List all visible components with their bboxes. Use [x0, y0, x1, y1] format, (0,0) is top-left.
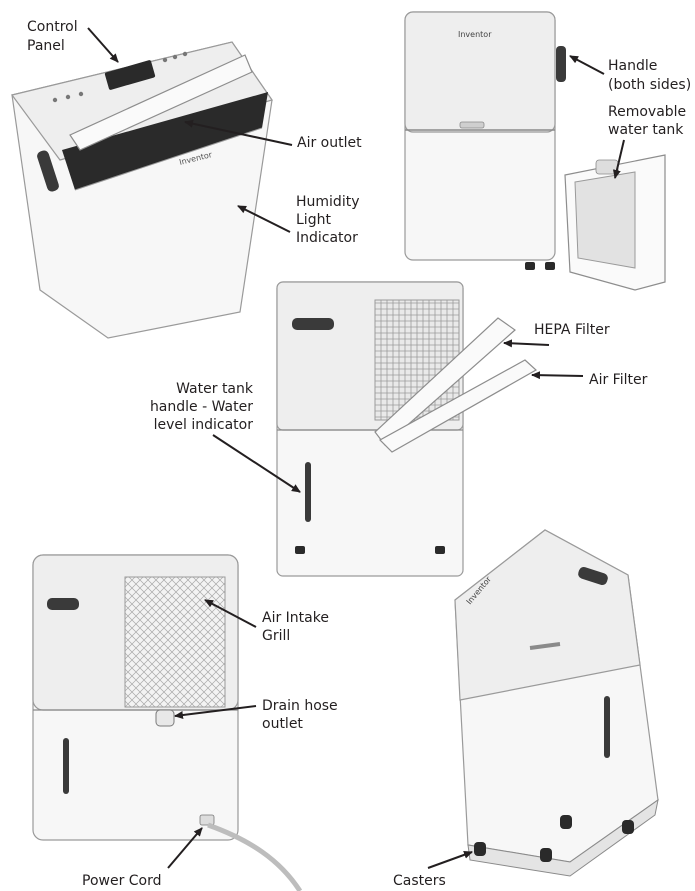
label-drain-hose-1: Drain hose — [262, 698, 338, 714]
label-control-panel-2: Panel — [27, 38, 65, 54]
label-control-panel-1: Control — [27, 19, 78, 35]
water-level-window — [305, 462, 311, 522]
power-cord — [207, 822, 303, 891]
control-display — [104, 60, 156, 90]
label-power-cord: Power Cord — [82, 873, 162, 889]
label-humidity-1: Humidity — [296, 194, 359, 210]
label-tank-2: water tank — [608, 122, 684, 138]
unit-back — [32, 554, 303, 891]
handle-slot — [556, 46, 566, 82]
label-air-outlet: Air outlet — [297, 135, 362, 151]
label-drain-hose-2: outlet — [262, 716, 303, 732]
label-humidity-2: Light — [296, 212, 331, 228]
leader-arrows — [87, 27, 625, 869]
label-humidity-3: Indicator — [296, 230, 358, 246]
callout-labels: Control Panel Air outlet Humidity Light … — [27, 19, 691, 889]
label-air-intake-1: Air Intake — [262, 610, 329, 626]
label-handle-1: Handle — [608, 58, 657, 74]
brand-logo-2: Inventor — [458, 30, 492, 39]
unit-filters — [276, 281, 538, 577]
unit-top-view: Inventor — [10, 41, 273, 339]
unit-tank-removed: Inventor — [404, 11, 666, 291]
label-hepa-filter: HEPA Filter — [534, 322, 610, 338]
air-filter-panel — [379, 359, 538, 453]
air-intake-grill — [124, 576, 226, 708]
label-water-tank-2: handle - Water — [150, 399, 253, 415]
label-tank-1: Removable — [608, 104, 686, 120]
label-air-intake-2: Grill — [262, 628, 290, 644]
casters-wheels — [474, 815, 634, 862]
unit-casters: Inventor — [454, 529, 659, 877]
label-water-tank-1: Water tank — [176, 381, 254, 397]
label-casters: Casters — [393, 873, 446, 889]
label-water-tank-3: level indicator — [154, 417, 254, 433]
label-air-filter: Air Filter — [589, 372, 648, 388]
drain-hose-outlet — [155, 709, 175, 727]
label-handle-2: (both sides) — [608, 77, 691, 93]
